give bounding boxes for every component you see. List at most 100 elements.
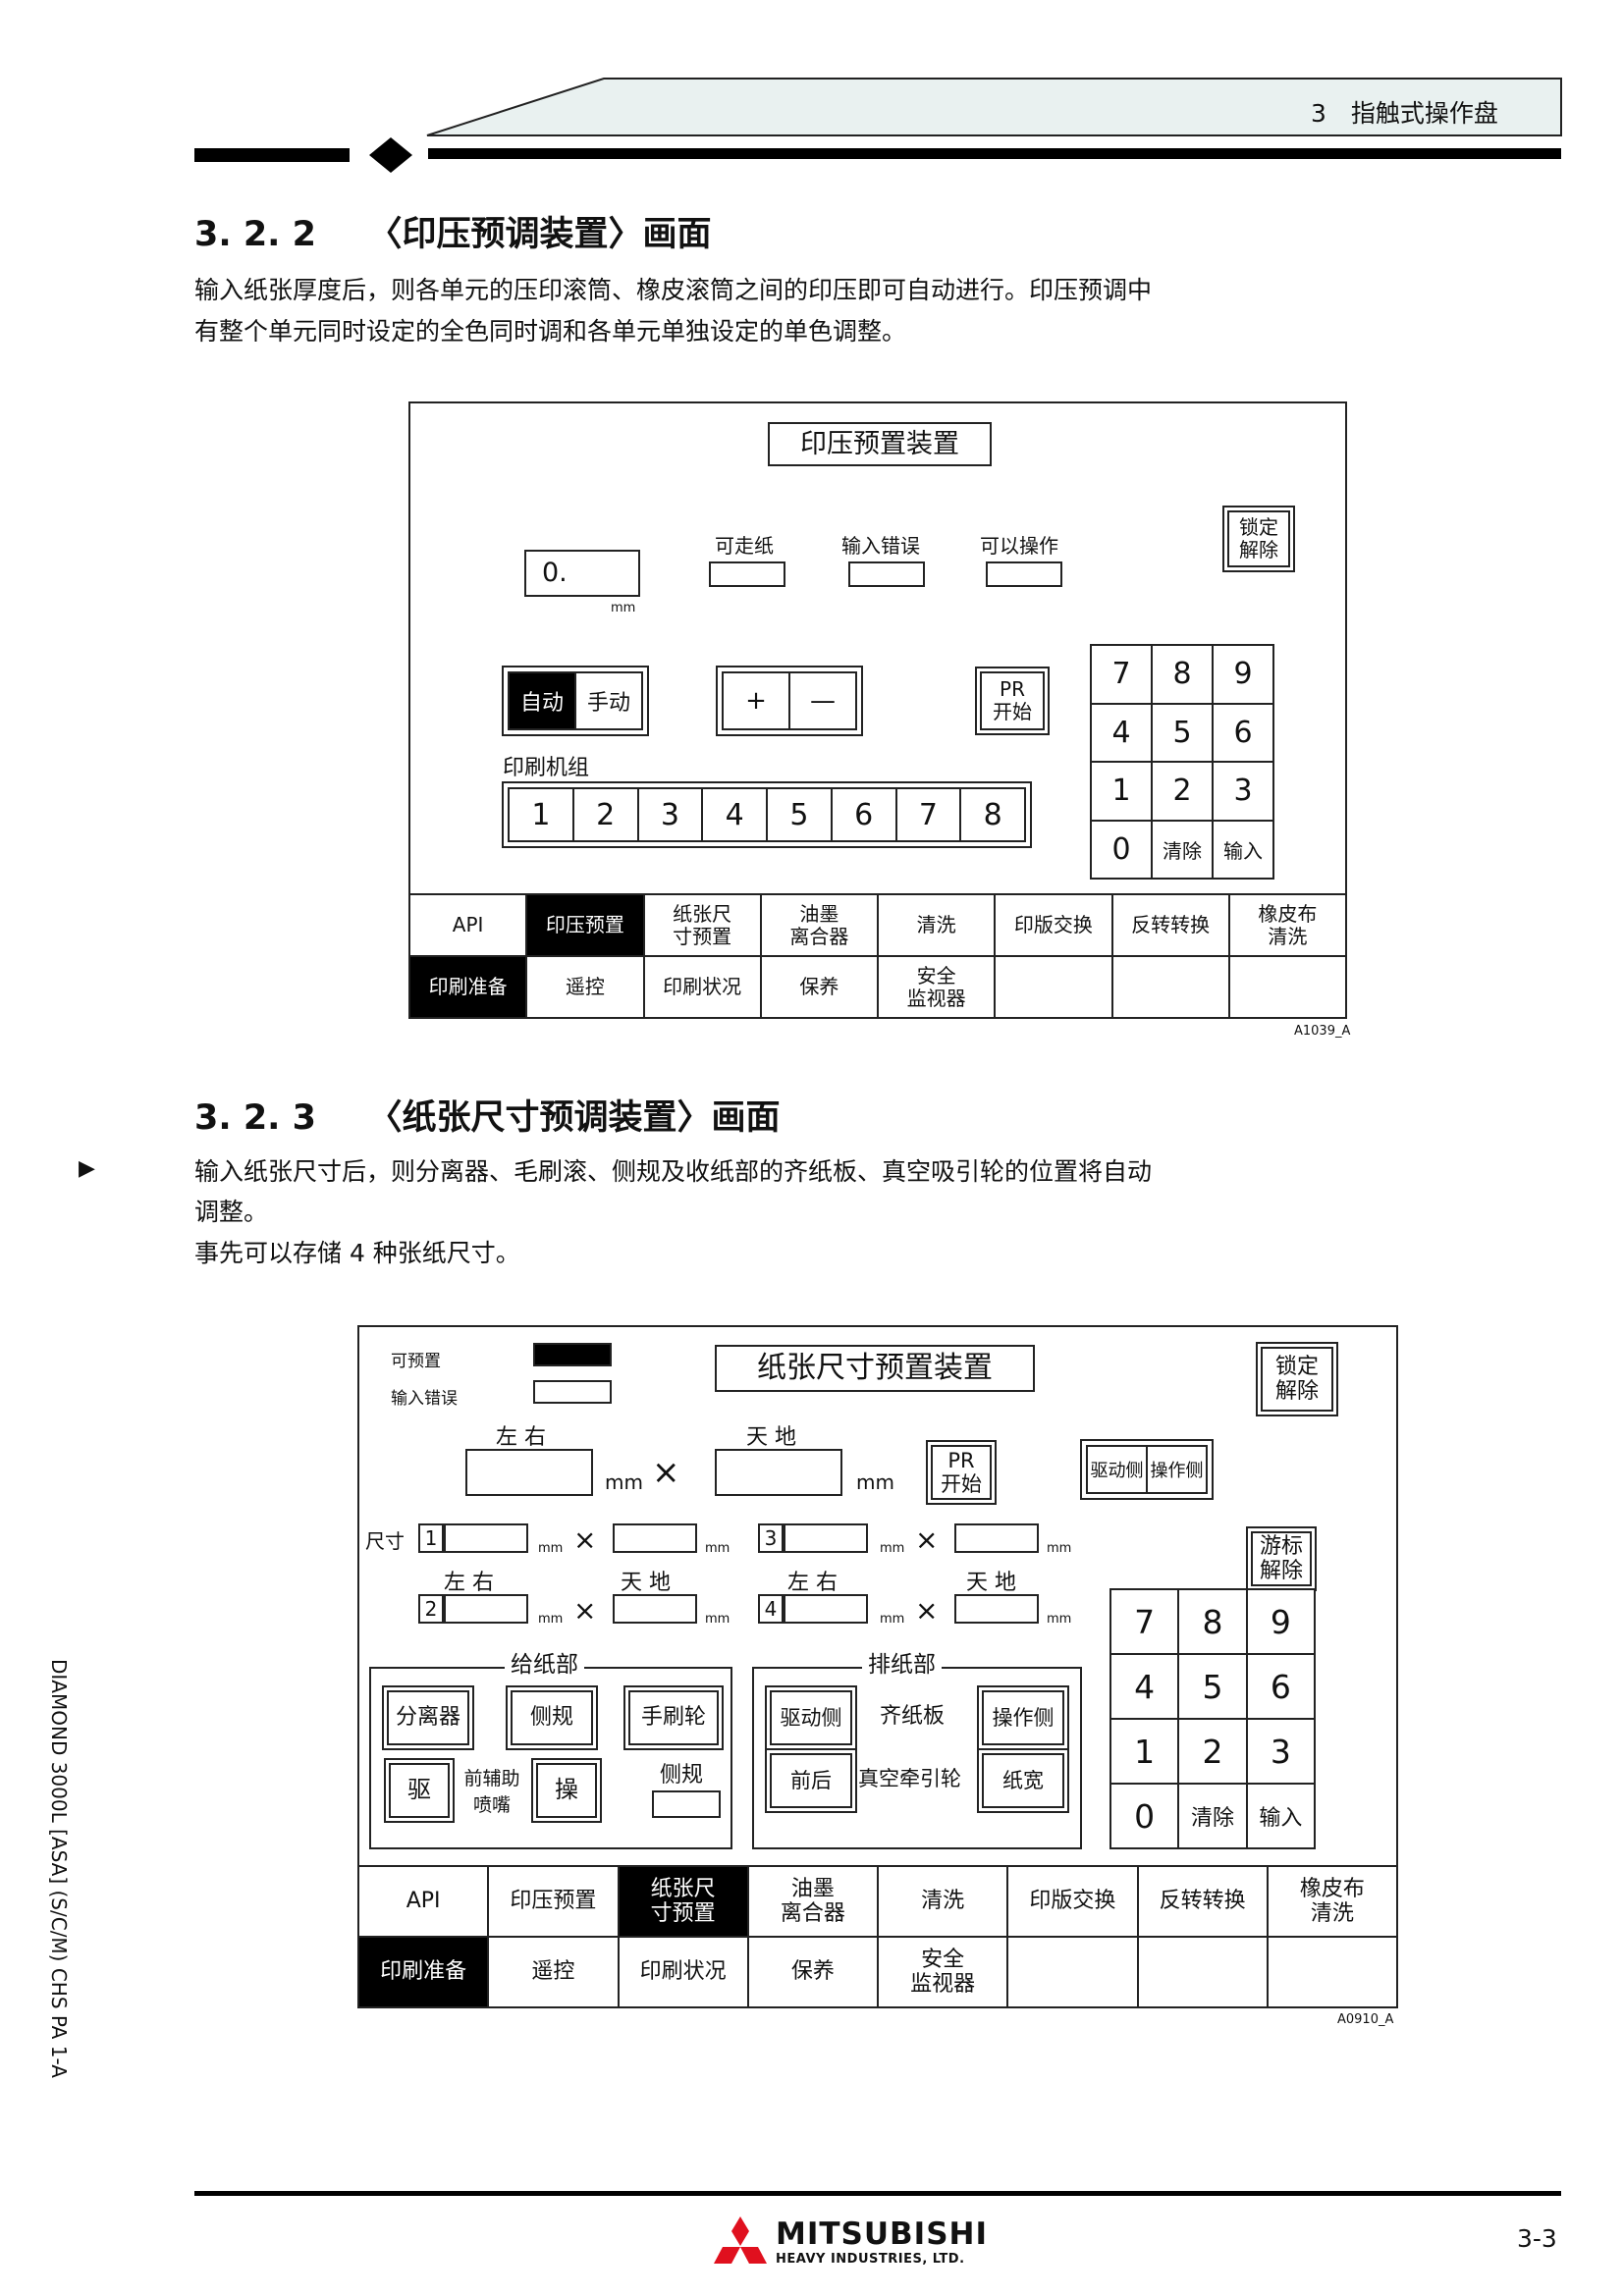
thickness-input[interactable] xyxy=(524,550,640,597)
main-width-input[interactable] xyxy=(465,1449,593,1496)
tab2-remote[interactable]: 遥控 xyxy=(489,1938,620,2008)
slot-1-length-input[interactable] xyxy=(613,1523,697,1553)
drive-side-button[interactable]: 驱动侧 xyxy=(1088,1447,1148,1492)
tab-pressure-preset[interactable]: 印压预置 xyxy=(527,895,645,957)
key2-9[interactable]: 9 xyxy=(1247,1590,1316,1655)
tab-print-status[interactable]: 印刷状况 xyxy=(644,957,762,1019)
tab2-print-prep[interactable]: 印刷准备 xyxy=(359,1938,490,2008)
tab2-paper-size-preset[interactable]: 纸张尺 寸预置 xyxy=(619,1867,749,1938)
key-3[interactable]: 3 xyxy=(1214,763,1274,822)
tab2-plate-change[interactable]: 印版交换 xyxy=(1008,1867,1139,1938)
unit-7-button[interactable]: 7 xyxy=(897,789,962,840)
key2-3[interactable]: 3 xyxy=(1247,1720,1316,1785)
key2-6[interactable]: 6 xyxy=(1247,1655,1316,1720)
lock-release-button[interactable]: 锁定 解除 xyxy=(1222,506,1295,572)
side-guide-button[interactable]: 侧规 xyxy=(506,1685,598,1750)
front-aux-line-2: 喷嘴 xyxy=(472,1794,511,1816)
slot-3-length-input[interactable] xyxy=(954,1523,1039,1553)
key-6[interactable]: 6 xyxy=(1214,704,1274,763)
slot-2-number[interactable]: 2 xyxy=(418,1594,444,1624)
printing-unit-selector[interactable]: 1 2 3 4 5 6 7 8 xyxy=(502,781,1032,848)
unit-3-button[interactable]: 3 xyxy=(639,789,704,840)
key2-2[interactable]: 2 xyxy=(1179,1720,1248,1785)
brush-wheel-button[interactable]: 手刷轮 xyxy=(623,1685,724,1750)
tab-perfecting-change[interactable]: 反转转换 xyxy=(1112,895,1230,957)
unit-6-button[interactable]: 6 xyxy=(833,789,897,840)
key-0[interactable]: 0 xyxy=(1092,821,1153,880)
slot-2-length-input[interactable] xyxy=(613,1594,697,1624)
key-1[interactable]: 1 xyxy=(1092,763,1153,822)
pr-start-button[interactable]: PR 开始 xyxy=(975,667,1050,735)
auto-mode-button[interactable]: 自动 xyxy=(510,673,576,728)
tab-paper-size-preset[interactable]: 纸张尺 寸预置 xyxy=(644,895,762,957)
tab2-ink-clutch[interactable]: 油墨 离合器 xyxy=(748,1867,879,1938)
plus-minus-control[interactable]: + — xyxy=(716,666,863,736)
key2-5[interactable]: 5 xyxy=(1179,1655,1248,1720)
slot-4-length-input[interactable] xyxy=(954,1594,1039,1624)
slot-4-width-input[interactable] xyxy=(784,1594,868,1624)
tab2-safety-monitor[interactable]: 安全 监视器 xyxy=(879,1938,1009,2008)
auto-manual-toggle[interactable]: 自动 手动 xyxy=(502,666,649,736)
key-9[interactable]: 9 xyxy=(1214,646,1274,705)
tab2-api[interactable]: API xyxy=(359,1867,490,1938)
pr-start-button-2[interactable]: PR 开始 xyxy=(926,1440,997,1505)
tab-cleaning[interactable]: 清洗 xyxy=(879,895,997,957)
unit-1-button[interactable]: 1 xyxy=(510,789,574,840)
front-back-button[interactable]: 前后 xyxy=(765,1748,857,1813)
tab2-maintenance[interactable]: 保养 xyxy=(748,1938,879,2008)
tab2-blanket-wash[interactable]: 橡皮布 清洗 xyxy=(1268,1867,1398,1938)
enter-key-2[interactable]: 输入 xyxy=(1247,1785,1316,1849)
key2-7[interactable]: 7 xyxy=(1111,1590,1180,1655)
tab-plate-change[interactable]: 印版交换 xyxy=(996,895,1113,957)
clear-key-2[interactable]: 清除 xyxy=(1179,1785,1248,1849)
key-7[interactable]: 7 xyxy=(1092,646,1153,705)
key2-4[interactable]: 4 xyxy=(1111,1655,1180,1720)
key-5[interactable]: 5 xyxy=(1153,704,1214,763)
key-8[interactable]: 8 xyxy=(1153,646,1214,705)
slot-3-width-input[interactable] xyxy=(784,1523,868,1553)
unit-4-button[interactable]: 4 xyxy=(703,789,768,840)
tab-api[interactable]: API xyxy=(410,895,528,957)
tab-safety-monitor[interactable]: 安全 监视器 xyxy=(879,957,997,1019)
jogger-operator-side-button[interactable]: 操作侧 xyxy=(977,1685,1069,1750)
unit-5-button[interactable]: 5 xyxy=(768,789,833,840)
slot-4-number[interactable]: 4 xyxy=(758,1594,784,1624)
separator-button[interactable]: 分离器 xyxy=(382,1685,474,1750)
tab-ink-clutch[interactable]: 油墨 离合器 xyxy=(761,895,879,957)
tab2-print-status[interactable]: 印刷状况 xyxy=(619,1938,749,2008)
key-4[interactable]: 4 xyxy=(1092,704,1153,763)
key-2[interactable]: 2 xyxy=(1153,763,1214,822)
side-toggle[interactable]: 驱动侧 操作侧 xyxy=(1080,1439,1214,1500)
slot-2-width-input[interactable] xyxy=(444,1594,528,1624)
tab-maintenance[interactable]: 保养 xyxy=(761,957,879,1019)
manual-mode-button[interactable]: 手动 xyxy=(586,691,630,716)
slot-1-width-input[interactable] xyxy=(444,1523,528,1553)
tab-blanket-wash[interactable]: 橡皮布 清洗 xyxy=(1229,895,1347,957)
tab2-pressure-preset[interactable]: 印压预置 xyxy=(489,1867,620,1938)
key2-0[interactable]: 0 xyxy=(1111,1785,1180,1849)
tab-remote[interactable]: 遥控 xyxy=(527,957,645,1019)
plus-button[interactable]: + xyxy=(724,673,790,728)
tab2-perfecting-change[interactable]: 反转转换 xyxy=(1138,1867,1269,1938)
key2-8[interactable]: 8 xyxy=(1179,1590,1248,1655)
operator-side-button[interactable]: 操作侧 xyxy=(1150,1461,1204,1481)
jogger-drive-side-button[interactable]: 驱动侧 xyxy=(765,1685,857,1750)
cursor-release-button[interactable]: 游标 解除 xyxy=(1246,1526,1317,1591)
enter-key[interactable]: 输入 xyxy=(1214,821,1274,880)
section-title-322: 3. 2. 2 〈印压预调装置〉画面 xyxy=(194,215,712,254)
unit-2-button[interactable]: 2 xyxy=(574,789,639,840)
clear-key[interactable]: 清除 xyxy=(1153,821,1214,880)
slot-3-number[interactable]: 3 xyxy=(758,1523,784,1553)
operator-side-nozzle-button[interactable]: 操 xyxy=(531,1758,602,1823)
key2-1[interactable]: 1 xyxy=(1111,1720,1180,1785)
main-length-input[interactable] xyxy=(715,1449,842,1496)
drive-side-nozzle-button[interactable]: 驱 xyxy=(384,1758,455,1823)
tab2-cleaning[interactable]: 清洗 xyxy=(879,1867,1009,1938)
minus-button[interactable]: — xyxy=(810,686,836,716)
paper-width-button[interactable]: 纸宽 xyxy=(977,1748,1069,1813)
tab-print-prep[interactable]: 印刷准备 xyxy=(410,957,528,1019)
lock-release-line-2: 解除 xyxy=(1239,538,1278,561)
lock-release-button-2[interactable]: 锁定 解除 xyxy=(1256,1342,1338,1416)
unit-8-button[interactable]: 8 xyxy=(983,797,1002,832)
slot-1-number[interactable]: 1 xyxy=(418,1523,444,1553)
